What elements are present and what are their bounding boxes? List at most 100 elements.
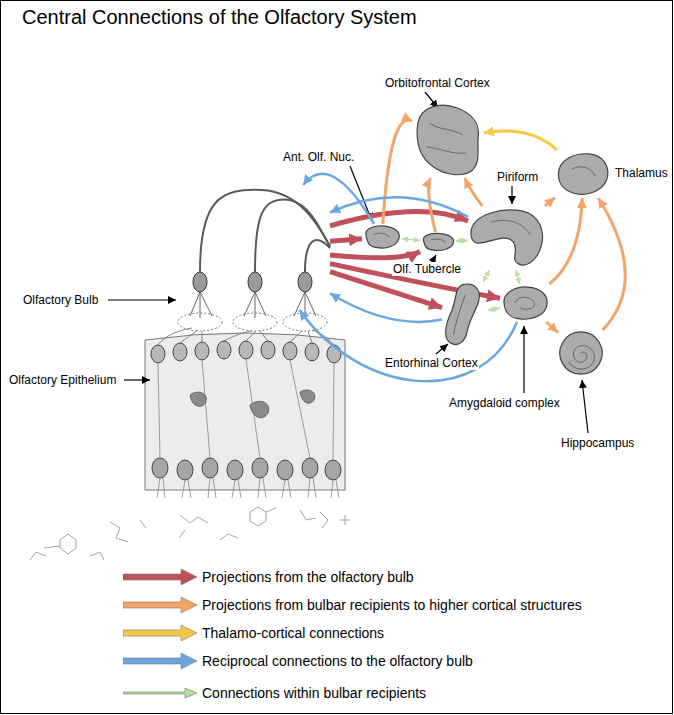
- bulb-drawing: [248, 272, 262, 292]
- structure-outline: [560, 332, 602, 374]
- legend-row: Projections from the olfactory bulb: [123, 568, 663, 586]
- structure-detail: [515, 297, 534, 309]
- structure-outline: [423, 233, 453, 250]
- epithelium-drawing: [261, 341, 275, 359]
- structure-outline: [558, 154, 608, 195]
- bulb-drawing: [193, 272, 312, 292]
- brain-structure: Orbitofrontal Cortex: [412, 100, 484, 178]
- odorant-molecules: [44, 534, 76, 554]
- structure-shape: [468, 206, 546, 270]
- structure-label: Amygdaloid complex: [448, 396, 561, 410]
- structure-shape: [420, 232, 456, 252]
- legend-swatch: [123, 597, 197, 613]
- epithelium-drawing: [305, 343, 319, 361]
- connector-arrow: [383, 120, 412, 224]
- bulb-drawing: [190, 292, 316, 318]
- epithelium-drawing: [151, 345, 165, 363]
- structure-label: Olfactory Bulb: [22, 293, 99, 307]
- brain-structure: Olf. Tubercle: [420, 232, 456, 252]
- structure-label: Hippocampus: [560, 436, 635, 450]
- odorant-molecules: [220, 515, 350, 540]
- structure-outline: [366, 226, 400, 248]
- epithelium-drawing: [157, 478, 339, 498]
- bulb-drawing: [190, 292, 316, 318]
- odorant-molecules: [250, 507, 276, 526]
- brain-structure: Hippocampus: [558, 330, 604, 376]
- odorant-molecules: [179, 515, 208, 538]
- structure-label: Thalamus: [614, 166, 669, 180]
- epithelium-drawing: [302, 458, 318, 478]
- legend-arrow: [123, 597, 197, 613]
- epithelium-drawing: [152, 458, 168, 478]
- bulb-drawing: [193, 272, 207, 292]
- connector-arrow: [300, 310, 518, 381]
- legend-text: Projections from bulbar recipients to hi…: [202, 596, 582, 614]
- epithelium-drawing: [158, 359, 334, 460]
- structure-shape: [412, 100, 484, 178]
- structure-outline: [446, 284, 480, 344]
- connector-arrow: [483, 270, 490, 282]
- epithelium-drawing: [202, 458, 218, 478]
- connector-arrow: [330, 212, 468, 226]
- epithelium-drawing: [152, 458, 341, 480]
- connector-arrow: [516, 270, 520, 284]
- bulb-drawing: [200, 190, 330, 272]
- structure-outline: [471, 210, 543, 265]
- bulb-drawing: [200, 190, 330, 272]
- structure-detail: [374, 233, 390, 237]
- connector-arrow: [546, 322, 558, 333]
- connector-arrow: [456, 240, 468, 242]
- epithelium-drawing: [195, 342, 209, 360]
- bulb-drawing: [158, 328, 334, 345]
- brain-structure: Thalamus: [555, 150, 611, 198]
- brain-structure: Amygdaloid complex: [500, 284, 550, 322]
- legend-text: Projections from the olfactory bulb: [202, 568, 414, 586]
- epithelium-drawing: [325, 460, 341, 480]
- connector-arrow: [330, 239, 362, 242]
- legend-row: Connections within bulbar recipients: [123, 684, 663, 702]
- odorant-molecules: [110, 520, 146, 542]
- connector-arrow: [303, 174, 374, 224]
- legend-row: Projections from bulbar recipients to hi…: [123, 596, 663, 614]
- legend-swatch: [123, 685, 197, 701]
- epithelium-drawing: [250, 401, 269, 417]
- structure-shape: [362, 224, 402, 250]
- legend-text: Connections within bulbar recipients: [202, 684, 426, 702]
- bulb-drawing: [158, 328, 334, 345]
- legend-swatch: [123, 625, 197, 641]
- connector-arrow: [429, 178, 436, 232]
- structure-detail: [569, 346, 594, 369]
- connector-arrow: [330, 252, 420, 258]
- connector-arrow: [402, 239, 420, 241]
- bulb-drawing: [298, 272, 312, 292]
- epithelium-drawing: [145, 333, 345, 498]
- structure-detail: [454, 295, 466, 335]
- structure-label: Olf. Tubercle: [392, 262, 462, 276]
- leader-arrow: [432, 255, 436, 262]
- epithelium-drawing: [173, 343, 187, 361]
- epithelium-drawing: [252, 458, 268, 478]
- structure-shape: [558, 330, 604, 376]
- leader-arrow: [582, 380, 588, 433]
- epithelium-drawing: [190, 390, 315, 418]
- connector-arrow: [488, 308, 500, 310]
- legend-swatch: [123, 569, 197, 585]
- epithelium-drawing: [300, 390, 315, 403]
- connector-arrow: [484, 131, 557, 150]
- epithelium-drawing: [283, 342, 297, 360]
- connector-arrow: [598, 198, 625, 330]
- brain-structure: Olfactory Bulb: [180, 185, 330, 310]
- leader-arrow: [523, 326, 524, 393]
- legend-row: Reciprocal connections to the olfactory …: [123, 652, 663, 670]
- epithelium-drawing: [277, 460, 293, 480]
- legend-arrow: [123, 569, 197, 585]
- connector-arrow: [330, 293, 442, 322]
- structure-shape: [442, 282, 488, 348]
- structure-detail: [431, 239, 445, 242]
- legend-text: Reciprocal connections to the olfactory …: [202, 652, 473, 670]
- leader-arrow: [108, 299, 176, 300]
- odorant-molecules: [30, 552, 104, 560]
- leader-arrow: [436, 344, 448, 354]
- structure-outline: [417, 105, 478, 175]
